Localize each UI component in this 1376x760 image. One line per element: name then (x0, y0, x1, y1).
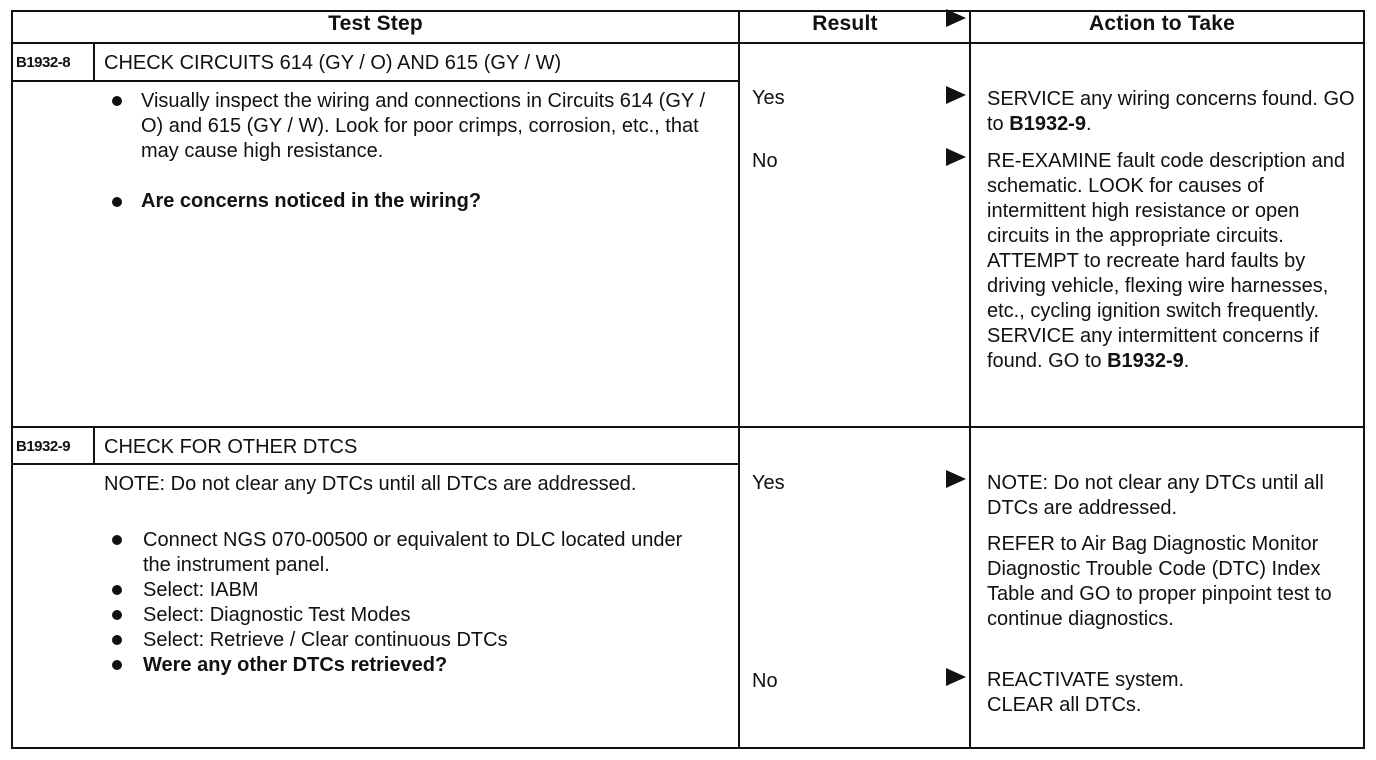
step2-title-underline (11, 463, 738, 465)
action-text: RE-EXAMINE fault code description and sc… (987, 150, 1345, 372)
step-instruction: Select: Retrieve / Clear continuous DTCs (143, 629, 508, 651)
bullet-icon (112, 535, 122, 545)
step-question: Were any other DTCs retrieved? (143, 654, 448, 676)
bullet-icon (112, 610, 122, 620)
result-no: No (752, 150, 778, 172)
header-test-step: Test Step (328, 12, 423, 35)
step-code: B1932-9 (16, 438, 71, 455)
column-divider-step-result (738, 10, 740, 749)
bullet-icon (112, 197, 122, 207)
column-divider-result-action (969, 10, 971, 749)
bullet-icon (112, 635, 122, 645)
step-instruction: Connect NGS 070-00500 or equivalent to D… (143, 529, 683, 576)
bullet-icon (112, 96, 122, 106)
result-yes: Yes (752, 87, 785, 109)
step1-code-divider (93, 44, 95, 81)
arrow-right-icon (946, 148, 966, 166)
arrow-right-icon (946, 470, 966, 488)
bullet-icon (112, 585, 122, 595)
step-code: B1932-8 (16, 54, 71, 71)
arrow-right-icon (946, 86, 966, 104)
step-instruction: Visually inspect the wiring and connecti… (141, 90, 705, 162)
arrow-right-icon (946, 668, 966, 686)
header-action: Action to Take (1089, 12, 1235, 35)
arrow-right-icon (946, 9, 966, 27)
step-instruction: Select: Diagnostic Test Modes (143, 604, 411, 626)
result-no: No (752, 670, 778, 692)
action-text: REFER to Air Bag Diagnostic Monitor Diag… (987, 533, 1332, 630)
header-result: Result (812, 12, 878, 35)
result-yes: Yes (752, 472, 785, 494)
step-note: NOTE: Do not clear any DTCs until all DT… (104, 473, 637, 495)
step-instruction: Select: IABM (143, 579, 259, 601)
step-title: CHECK FOR OTHER DTCS (104, 436, 358, 458)
step-question: Are concerns noticed in the wiring? (141, 190, 482, 212)
action-text: SERVICE any wiring concerns found. GO to… (987, 88, 1355, 135)
step2-code-divider (93, 428, 95, 464)
step-title: CHECK CIRCUITS 614 (GY / O) AND 615 (GY … (104, 52, 562, 74)
action-note: NOTE: Do not clear any DTCs until all DT… (987, 472, 1324, 519)
action-text: REACTIVATE system. CLEAR all DTCs. (987, 669, 1185, 716)
step1-title-underline (11, 80, 738, 82)
bullet-icon (112, 660, 122, 670)
diagnostic-table (11, 10, 1365, 749)
row-divider (11, 426, 1365, 428)
header-underline (11, 42, 1365, 44)
